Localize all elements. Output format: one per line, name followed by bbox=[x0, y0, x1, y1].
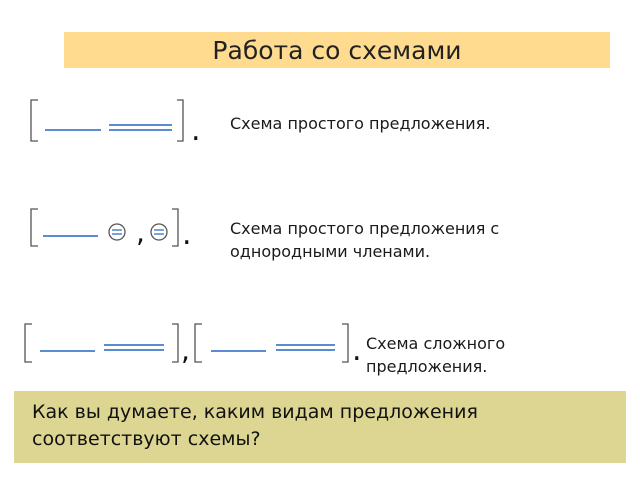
homogeneous-predicate-circle-1 bbox=[108, 223, 126, 241]
right-bracket-clause-1 bbox=[172, 323, 179, 363]
period-mark: . bbox=[182, 217, 192, 252]
comma-mark: , bbox=[136, 216, 145, 249]
period-mark: . bbox=[191, 113, 201, 148]
right-bracket bbox=[172, 208, 179, 247]
scheme-homogeneous-members: , . bbox=[30, 208, 192, 252]
right-bracket bbox=[177, 99, 184, 142]
left-bracket bbox=[30, 99, 38, 142]
scheme-complex-sentence: , . bbox=[24, 323, 362, 368]
left-bracket-clause-2 bbox=[194, 323, 202, 363]
left-bracket bbox=[30, 208, 38, 247]
comma-mark: , bbox=[181, 334, 190, 367]
scheme-description-simple: Схема простого предложения. bbox=[230, 114, 491, 133]
page-title: Работа со схемами bbox=[212, 35, 462, 65]
left-bracket-clause-1 bbox=[24, 323, 32, 363]
homogeneous-predicate-circle-2 bbox=[150, 223, 168, 241]
scheme-description-homogeneous: Схема простого предложения с однородными… bbox=[230, 219, 500, 261]
scheme-description-complex: Схема сложного предложения. bbox=[366, 334, 506, 376]
discussion-question: Как вы думаете, каким видам предложения … bbox=[14, 391, 626, 463]
right-bracket-clause-2 bbox=[342, 323, 349, 363]
title-banner: Работа со схемами bbox=[64, 32, 610, 68]
period-mark: . bbox=[352, 333, 362, 368]
scheme-simple-sentence: . bbox=[30, 99, 201, 148]
